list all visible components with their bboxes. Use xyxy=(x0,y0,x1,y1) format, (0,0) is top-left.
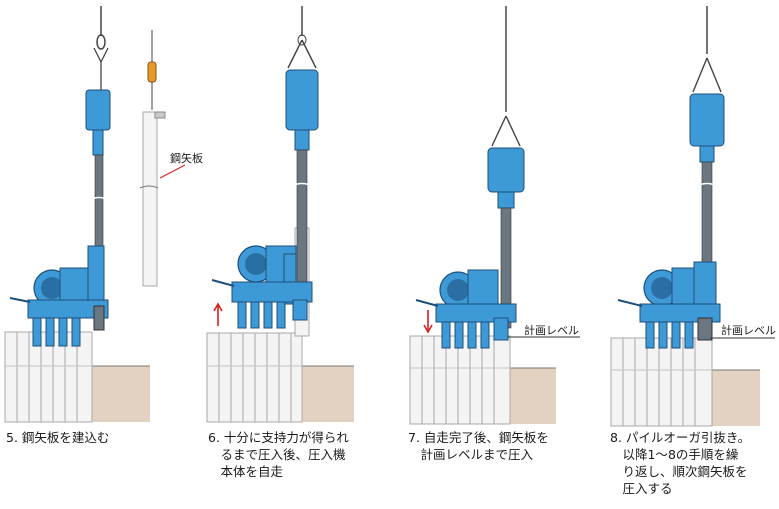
down-arrow-icon xyxy=(423,310,433,334)
panel-step-5 xyxy=(4,6,186,423)
hanging-sheet-pile xyxy=(139,30,186,287)
step-8-caption: 8. パイルオーガ引抜き。 以降1～8の手順を繰 り返し、順次鋼矢板を 圧入する xyxy=(610,430,751,496)
sheet-pile-label: 鋼矢板 xyxy=(170,152,203,165)
auger-motor xyxy=(487,147,525,209)
auger-rod xyxy=(296,149,308,301)
shackle-icon xyxy=(147,61,157,83)
installed-sheet-piles xyxy=(4,331,93,423)
sheet-pile-leader-line xyxy=(159,164,186,179)
installed-sheet-piles xyxy=(610,337,713,427)
step-5-caption: 5. 鋼矢板を建込む xyxy=(6,430,110,445)
auger-motor xyxy=(85,89,111,156)
step-7-caption: 7. 自走完了後、鋼矢板を 計画レベルまで圧入 xyxy=(408,430,549,462)
press-in-machine xyxy=(211,245,313,329)
step-6-caption: 6. 十分に支持力が得られ るまで圧入後、圧入機 本体を自走 xyxy=(208,430,349,479)
press-in-machine xyxy=(415,269,517,349)
press-in-machine xyxy=(9,245,109,347)
soil-block xyxy=(712,370,760,426)
up-arrow-icon xyxy=(213,302,223,326)
panel-step-8 xyxy=(610,6,775,427)
sling-icon xyxy=(491,115,521,147)
panel-step-6 xyxy=(206,6,354,423)
auger-motor xyxy=(689,93,725,163)
crane-hook-icon xyxy=(96,34,106,50)
sling-icon xyxy=(692,57,722,93)
soil-block xyxy=(92,366,150,422)
installed-sheet-piles xyxy=(206,332,303,423)
sling-icon xyxy=(287,39,317,69)
soil-block xyxy=(510,368,556,424)
press-in-machine xyxy=(617,261,721,349)
plan-level-label: 計画レベル xyxy=(721,324,776,337)
plan-level-label: 計画レベル xyxy=(524,324,579,337)
auger-motor xyxy=(285,69,319,151)
soil-block xyxy=(302,366,354,422)
installed-sheet-piles xyxy=(409,335,511,425)
panel-step-7 xyxy=(409,6,580,425)
